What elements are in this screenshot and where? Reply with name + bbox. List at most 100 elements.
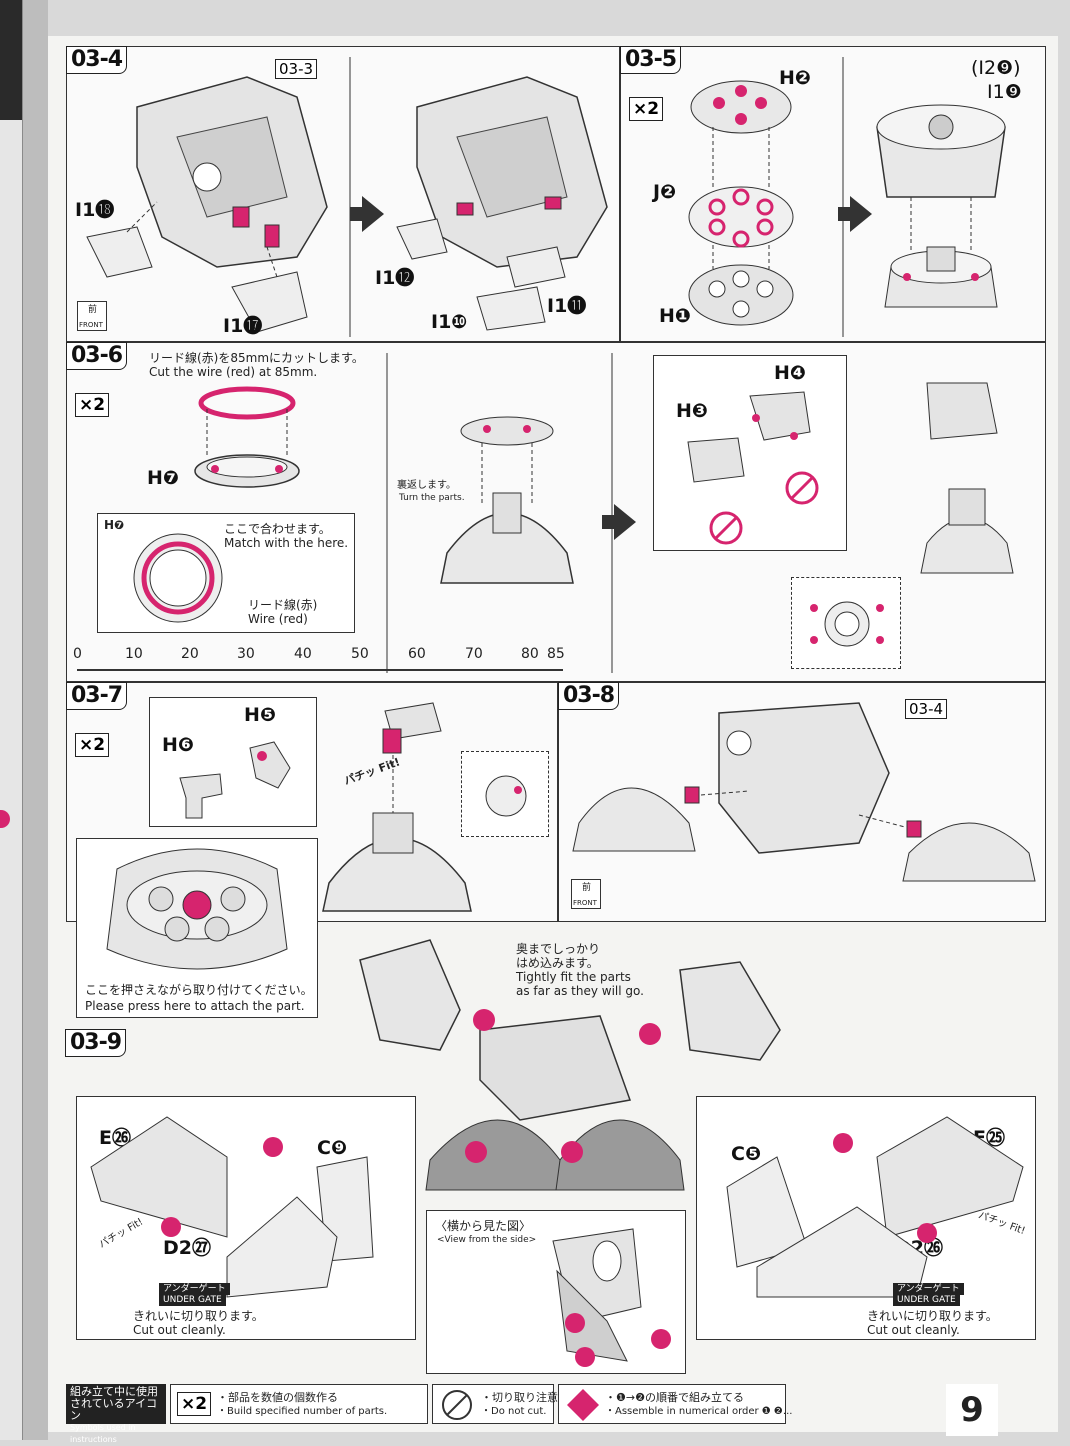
- part-label: C❺: [731, 1143, 762, 1165]
- next-arrow: [838, 196, 872, 232]
- cut-instruction-en: Cut the wire (red) at 85mm.: [149, 365, 318, 379]
- adjacent-page-dark-band: [0, 0, 22, 120]
- right-armor-callout: E㉕ C❺ D2㉖ アンダーゲート UNDER GATE きれいに切り取ります。…: [696, 1096, 1036, 1340]
- step-03-8-panel: 03-8 03-4 前 FRONT: [558, 682, 1046, 922]
- right-armor-illustration: [726, 1116, 1024, 1298]
- page-number: 9: [946, 1384, 998, 1436]
- joint-callout: H❺ H❻: [149, 697, 317, 827]
- legend-quantity: ×2 ・部品を数値の個数作る ・Build specified number o…: [170, 1384, 428, 1424]
- legend-order: ・❶→❷の順番で組み立てる ・Assemble in numerical ord…: [558, 1384, 792, 1424]
- legend-no-cut: ・切り取り注意 ・Do not cut.: [432, 1384, 558, 1424]
- tight-fit-note-en: as far as they will go.: [516, 984, 644, 998]
- measurement-ruler: 0 10 20 30 40 50 60 70 80 85: [73, 645, 573, 679]
- step-number: 03-4: [66, 46, 128, 74]
- under-gate-badge-en: UNDER GATE: [893, 1294, 960, 1306]
- ruler-tick-label: 40: [294, 646, 312, 662]
- flip-instruction-en: Turn the parts.: [399, 493, 465, 503]
- part-label: H❻: [162, 734, 194, 756]
- tight-fit-note-jp: はめ込みます。: [516, 956, 599, 970]
- step-03-9-panel: 03-9: [65, 1029, 1046, 1382]
- ruler-tick-label: 80: [521, 646, 539, 662]
- step-number: 03-5: [620, 46, 682, 74]
- cut-clean-jp: きれいに切り取ります。: [867, 1309, 998, 1323]
- part-label: H❸: [676, 400, 708, 422]
- next-arrow: [350, 196, 384, 232]
- ruler-tick-label: 70: [465, 646, 483, 662]
- step-03-4-panel: 03-4 03-3 I1⓲ I1⓱ I1⓬ I1⓫ I1❿ 前 FRONT: [66, 46, 620, 342]
- next-arrow: [602, 504, 636, 540]
- press-note-jp: ここを押さえながら取り付けてください。: [85, 983, 313, 997]
- ruler-tick-label: 0: [73, 646, 82, 662]
- ring-assembly-illustration: [688, 57, 1006, 337]
- part-label: H❹: [774, 362, 806, 384]
- cut-clean-en: Cut out cleanly.: [867, 1323, 960, 1337]
- side-view-callout: 〈横から見た図〉 <View from the side>: [426, 1210, 686, 1374]
- under-gate-badge: アンダーゲート: [159, 1283, 230, 1295]
- left-page-edge: [0, 0, 48, 1440]
- part-label: C❾: [317, 1137, 348, 1159]
- match-note-en: Match with the here.: [224, 536, 349, 550]
- step-03-6-panel: 03-6 ×2 リード線(赤)を85mmにカットします。 Cut the wir…: [66, 342, 1046, 682]
- ruler-line: [77, 669, 563, 671]
- front-indicator: 前 FRONT: [571, 879, 601, 909]
- quantity-icon: ×2: [75, 733, 110, 757]
- part-label: H❷: [779, 67, 811, 89]
- joint-illustration: [179, 741, 291, 819]
- part-label: H❼: [104, 518, 125, 532]
- ruler-tick-label: 10: [125, 646, 143, 662]
- ruler-tick-label: 30: [237, 646, 255, 662]
- step-03-5-panel: 03-5 ×2 H❷ J❷ H❶ (I2❾) I1❾: [620, 46, 1046, 342]
- part-label: E㉖: [99, 1127, 131, 1149]
- base-joint-illustration: [322, 702, 472, 912]
- top-view-callout: [791, 577, 901, 669]
- flip-instruction-jp: 裏返します。: [397, 480, 456, 491]
- part-label: I1⓲: [75, 199, 115, 221]
- adjacent-page: [0, 0, 23, 1440]
- part-label: I1❿: [431, 311, 468, 333]
- left-armor-illustration: [90, 1116, 374, 1298]
- match-note-jp: ここで合わせます。: [224, 522, 331, 536]
- part-label: H❶: [659, 305, 691, 327]
- tight-fit-note-en: Tightly fit the parts: [516, 970, 631, 984]
- part-label: D2㉗: [163, 1237, 211, 1259]
- quantity-icon: ×2: [75, 393, 110, 417]
- part-label: I1⓬: [375, 267, 415, 289]
- step-number: 03-9: [65, 1029, 127, 1057]
- wire-label-jp: リード線(赤): [248, 598, 318, 612]
- press-note-en: Please press here to attach the part.: [85, 999, 305, 1013]
- under-gate-badge-en: UNDER GATE: [159, 1294, 226, 1306]
- ruler-tick-label: 85: [547, 646, 565, 662]
- ruler-tick-label: 60: [408, 646, 426, 662]
- no-cut-icon: [442, 1390, 472, 1420]
- body-assembly-illustration: [86, 57, 608, 337]
- reference-step: 03-3: [275, 59, 318, 79]
- press-callout: ここを押さえながら取り付けてください。 Please press here to…: [76, 838, 318, 1018]
- part-label: I1❾: [987, 81, 1022, 103]
- left-armor-callout: E㉖ C❾ D2㉗ アンダーゲート UNDER GATE きれいに切り取ります。…: [76, 1096, 416, 1340]
- cut-clean-en: Cut out cleanly.: [133, 1323, 226, 1337]
- ring-detail-illustration: [133, 533, 223, 623]
- step-number: 03-6: [66, 342, 128, 370]
- press-illustration: [106, 848, 288, 970]
- ruler-tick-label: 20: [181, 646, 199, 662]
- side-view-illustration: [552, 1228, 671, 1367]
- part-label: J❷: [653, 181, 677, 203]
- cut-instruction-jp: リード線(赤)を85mmにカットします。: [149, 351, 364, 365]
- part-label: H❺: [244, 704, 276, 726]
- pin-assembly-illustration: [687, 391, 819, 545]
- part-label: H❼: [147, 467, 179, 489]
- front-indicator: 前 FRONT: [77, 301, 107, 331]
- side-view-title-jp: 〈横から見た図〉: [435, 1219, 532, 1233]
- icon-legend: 組み立て中に使用 されているアイコン Symbols used in instr…: [66, 1384, 792, 1444]
- quantity-icon: ×2: [629, 97, 664, 121]
- part-label: (I2❾): [971, 57, 1021, 79]
- top-view-illustration: [810, 601, 884, 647]
- step-number: 03-8: [558, 682, 620, 710]
- top-view-illustration: [485, 775, 527, 817]
- under-gate-badge: アンダーゲート: [893, 1283, 964, 1295]
- side-view-title-en: <View from the side>: [437, 1235, 537, 1245]
- ring-detail-callout: H❼ ここで合わせます。 Match with the here. リード線(赤…: [97, 513, 355, 633]
- part-label: I1⓫: [547, 295, 587, 317]
- cut-clean-jp: きれいに切り取ります。: [133, 1309, 264, 1323]
